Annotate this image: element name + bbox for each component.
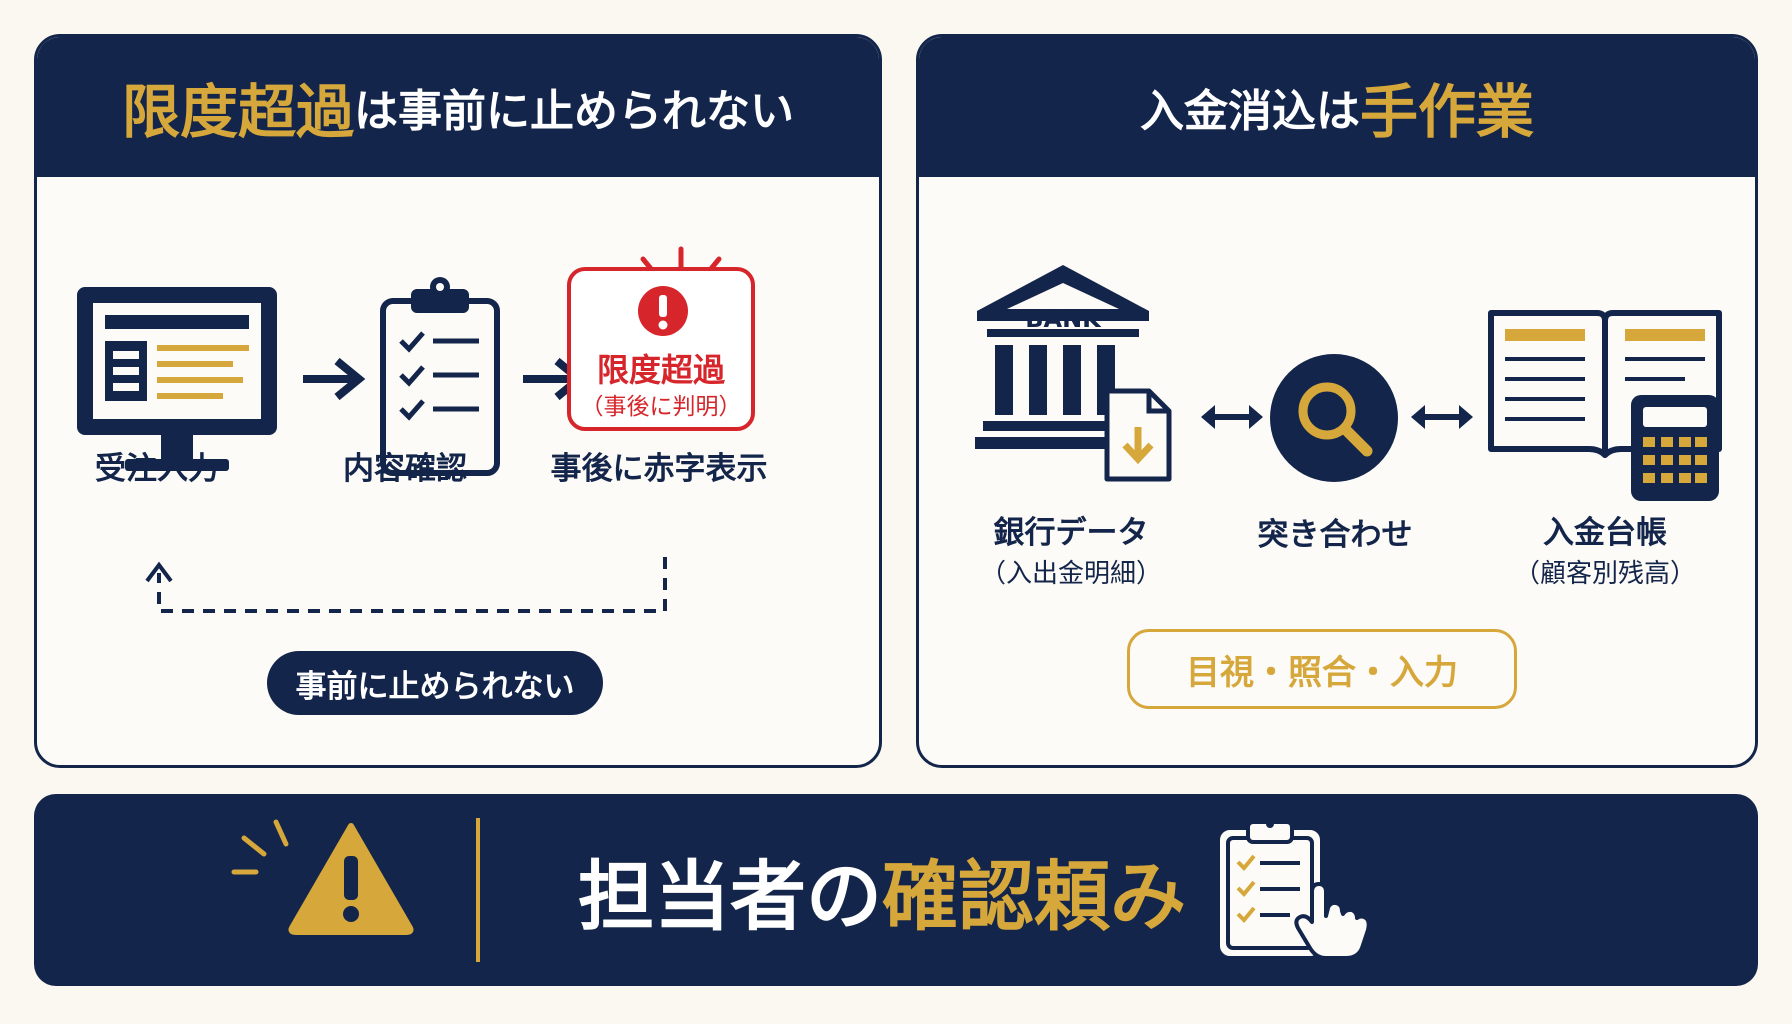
clipboard-checklist-icon — [380, 277, 500, 476]
left-panel-title: 限度超過 は事前に止められない — [37, 37, 879, 177]
bank-data-sublabel: （入出金明細） — [979, 559, 1163, 589]
monitor-icon — [77, 287, 277, 471]
left-title-rest: は事前に止められない — [354, 86, 794, 137]
bottom-banner: 担当者の 確認頼み — [34, 794, 1758, 986]
step-label-order-entry: 受注入力 — [95, 451, 219, 487]
step-label-content-check: 内容確認 — [343, 451, 467, 487]
banner-text-plain: 担当者の — [578, 852, 882, 941]
right-panel-title: 入金消込は 手作業 — [919, 37, 1755, 177]
calculator-icon — [1631, 395, 1719, 501]
bank-data-label: 銀行データ — [993, 515, 1149, 551]
banner-message: 担当者の 確認頼み — [578, 794, 1186, 986]
cannot-stop-beforehand-pill: 事前に止められない — [267, 651, 603, 715]
double-arrow-icon — [1411, 405, 1473, 429]
left-title-highlight: 限度超過 — [121, 78, 354, 146]
payment-ledger-sublabel: （顧客別残高） — [1513, 559, 1697, 589]
bank-sign: BANK — [1025, 305, 1101, 333]
right-title-rest: 入金消込は — [1139, 86, 1360, 137]
matching-label: 突き合わせ — [1257, 517, 1413, 553]
limit-exceeded-alert: 限度超過 （事後に判明） — [567, 267, 755, 431]
warning-burst-icon — [231, 819, 289, 875]
banner-divider — [476, 818, 480, 962]
exclamation-circle-icon — [638, 286, 688, 336]
arrow-right-icon — [303, 357, 366, 401]
banner-text-highlight: 確認頼み — [882, 852, 1186, 941]
alert-title: 限度超過 — [596, 351, 725, 389]
bank-icon — [975, 265, 1151, 449]
feedback-loop-line — [145, 557, 667, 613]
alert-subtitle: （事後に判明） — [580, 394, 742, 420]
clipboard-pointer-icon — [1220, 820, 1371, 960]
warning-triangle-icon — [288, 823, 414, 935]
payment-ledger-label: 入金台帳 — [1543, 515, 1667, 551]
visual-check-pill: 目視・照合・入力 — [1127, 629, 1517, 709]
left-panel: 限度超過 は事前に止められない — [34, 34, 882, 768]
right-panel: 入金消込は 手作業 BANK — [916, 34, 1758, 768]
step-label-deficit-display: 事後に赤字表示 — [550, 451, 768, 487]
right-title-highlight: 手作業 — [1359, 78, 1534, 146]
download-document-icon — [1104, 388, 1172, 482]
magnifier-icon — [1270, 354, 1398, 482]
double-arrow-icon — [1201, 405, 1263, 429]
